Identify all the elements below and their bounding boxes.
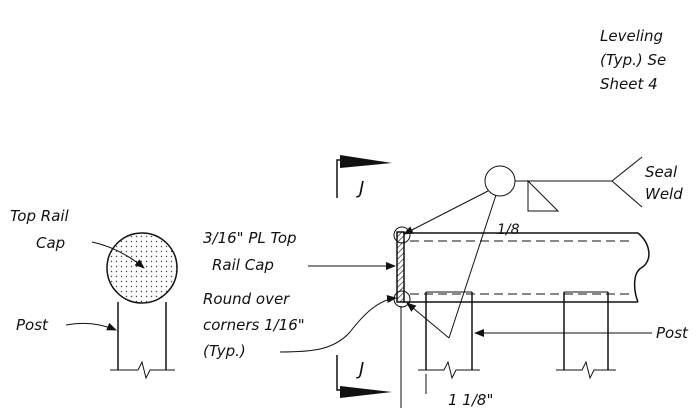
weld-all-around-circle <box>484 165 516 197</box>
top-rail-cap-circle <box>106 232 178 304</box>
cap-plate-hatched <box>396 231 405 303</box>
round-over-label-line3: (Typ.) <box>203 342 246 360</box>
post-side-right <box>556 291 616 380</box>
dimension-label: 1 1/8" <box>448 391 493 408</box>
weld-size-label: 1/8 <box>497 222 520 238</box>
plate-label-line1: 3/16" PL Top <box>203 229 297 247</box>
post-end-view <box>106 232 178 380</box>
post-break-line <box>110 360 175 380</box>
post-label-left: Post <box>16 316 49 334</box>
weld-leader-down <box>448 194 497 339</box>
round-over-leader <box>279 295 397 353</box>
rail-break-end <box>633 232 650 303</box>
weld-arrow-bottom <box>406 302 450 339</box>
weld-arrow-top <box>403 190 489 235</box>
weld-tail <box>611 156 643 208</box>
section-mark-bottom <box>336 355 392 398</box>
top-rail-cap-label-line1: Top Rail <box>10 207 70 225</box>
leveling-note-line1: Leveling <box>600 27 663 45</box>
round-over-label-line2: corners 1/16" <box>203 316 305 334</box>
weld-symbol <box>403 156 643 339</box>
section-label-top: J <box>356 178 364 199</box>
seal-weld-label-line1: Seal <box>645 163 678 181</box>
leveling-note-line2: (Typ.) Se <box>600 51 666 69</box>
post-leader-left <box>65 322 117 331</box>
round-over-label-line1: Round over <box>203 290 290 308</box>
seal-weld-label-line2: Weld <box>645 185 683 203</box>
leveling-note-line3: Sheet 4 <box>600 75 658 93</box>
post-label-right: Post <box>656 324 689 342</box>
top-rail-cap-label-line2: Cap <box>36 234 65 252</box>
section-label-bottom: J <box>356 359 364 380</box>
plate-label-line2: Rail Cap <box>212 256 274 274</box>
fillet-weld-symbol <box>527 179 560 212</box>
rail-side-view <box>393 226 650 408</box>
post-side-left <box>418 291 480 394</box>
top-rail-cap-leader <box>91 241 145 269</box>
corner-circle-top <box>393 226 411 244</box>
section-mark-top <box>336 155 392 198</box>
